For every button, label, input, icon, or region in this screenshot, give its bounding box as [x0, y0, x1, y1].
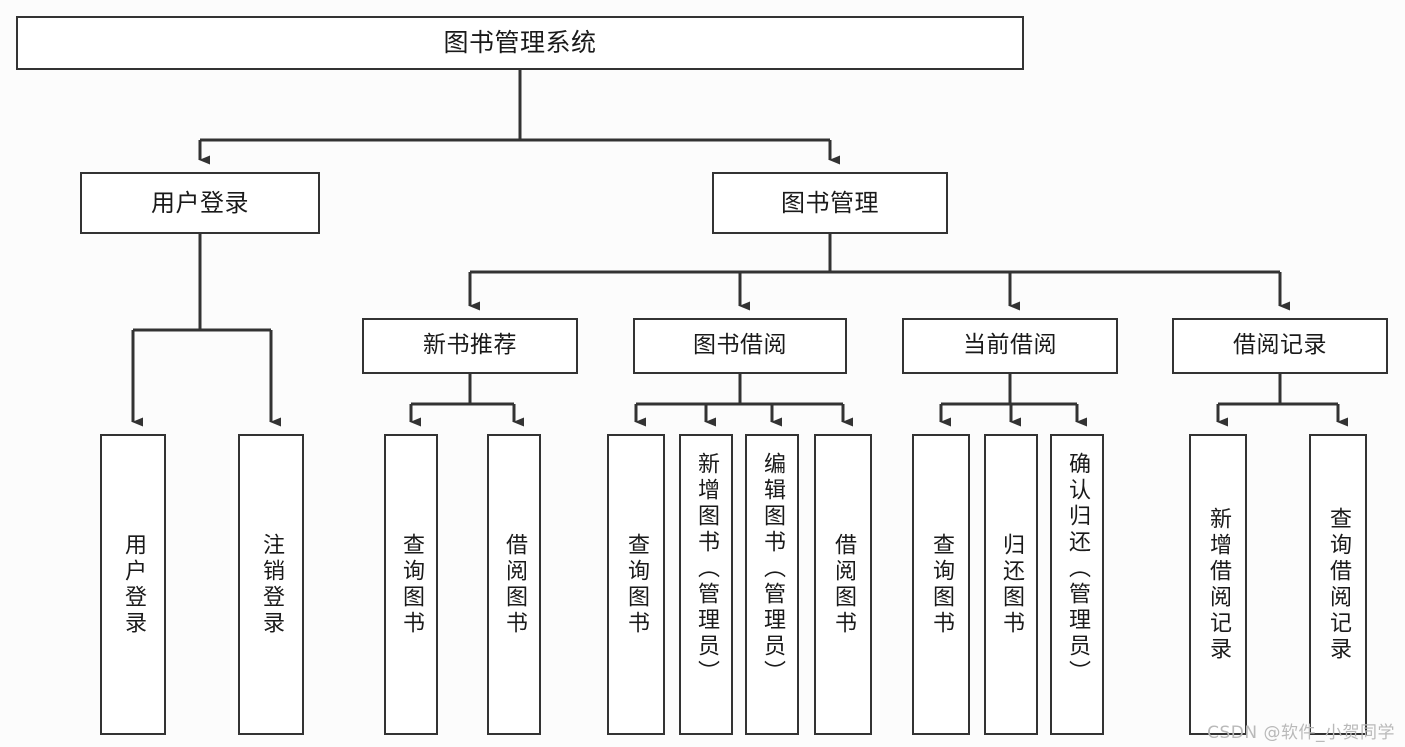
leaf-edit-book-admin[interactable]: 编辑图书（管理员） [745, 434, 799, 735]
leaf-query-book-current-label: 查询图书 [929, 532, 954, 637]
leaf-logout-label: 注销登录 [259, 532, 284, 637]
leaf-query-book-recommend-label: 查询图书 [399, 532, 424, 637]
leaf-add-book-admin-label: 新增图书（管理员） [694, 452, 719, 686]
leaf-query-book-borrow[interactable]: 查询图书 [607, 434, 665, 735]
leaf-return-book[interactable]: 归还图书 [984, 434, 1038, 735]
leaf-borrow-book-label: 借阅图书 [831, 532, 856, 637]
leaf-borrow-book-recommend-label: 借阅图书 [502, 532, 527, 637]
leaf-query-book-recommend[interactable]: 查询图书 [384, 434, 438, 735]
node-root-system[interactable]: 图书管理系统 [16, 16, 1024, 70]
leaf-query-borrow-record-label: 查询借阅记录 [1326, 506, 1351, 663]
leaf-add-book-admin[interactable]: 新增图书（管理员） [679, 434, 733, 735]
leaf-confirm-return-admin-label: 确认归还（管理员） [1065, 452, 1090, 686]
leaf-borrow-book[interactable]: 借阅图书 [814, 434, 872, 735]
node-book-borrow[interactable]: 图书借阅 [633, 318, 847, 374]
leaf-query-book-current[interactable]: 查询图书 [912, 434, 970, 735]
leaf-add-borrow-record[interactable]: 新增借阅记录 [1189, 434, 1247, 735]
leaf-confirm-return-admin[interactable]: 确认归还（管理员） [1050, 434, 1104, 735]
leaf-logout[interactable]: 注销登录 [238, 434, 304, 735]
leaf-borrow-book-recommend[interactable]: 借阅图书 [487, 434, 541, 735]
leaf-edit-book-admin-label: 编辑图书（管理员） [760, 452, 785, 686]
leaf-user-login[interactable]: 用户登录 [100, 434, 166, 735]
node-borrow-record-label: 借阅记录 [1233, 332, 1327, 359]
node-current-borrow[interactable]: 当前借阅 [902, 318, 1118, 374]
leaf-query-book-borrow-label: 查询图书 [624, 532, 649, 637]
node-new-book-recommend-label: 新书推荐 [423, 332, 517, 359]
node-user-login[interactable]: 用户登录 [80, 172, 320, 234]
node-book-management[interactable]: 图书管理 [712, 172, 948, 234]
node-book-borrow-label: 图书借阅 [693, 332, 787, 359]
node-new-book-recommend[interactable]: 新书推荐 [362, 318, 578, 374]
node-book-management-label: 图书管理 [781, 188, 879, 217]
node-root-label: 图书管理系统 [443, 28, 597, 57]
node-user-login-label: 用户登录 [151, 188, 249, 217]
leaf-query-borrow-record[interactable]: 查询借阅记录 [1309, 434, 1367, 735]
node-borrow-record[interactable]: 借阅记录 [1172, 318, 1388, 374]
node-current-borrow-label: 当前借阅 [963, 332, 1057, 359]
leaf-add-borrow-record-label: 新增借阅记录 [1206, 506, 1231, 663]
leaf-user-login-label: 用户登录 [121, 532, 146, 637]
leaf-return-book-label: 归还图书 [999, 532, 1024, 637]
